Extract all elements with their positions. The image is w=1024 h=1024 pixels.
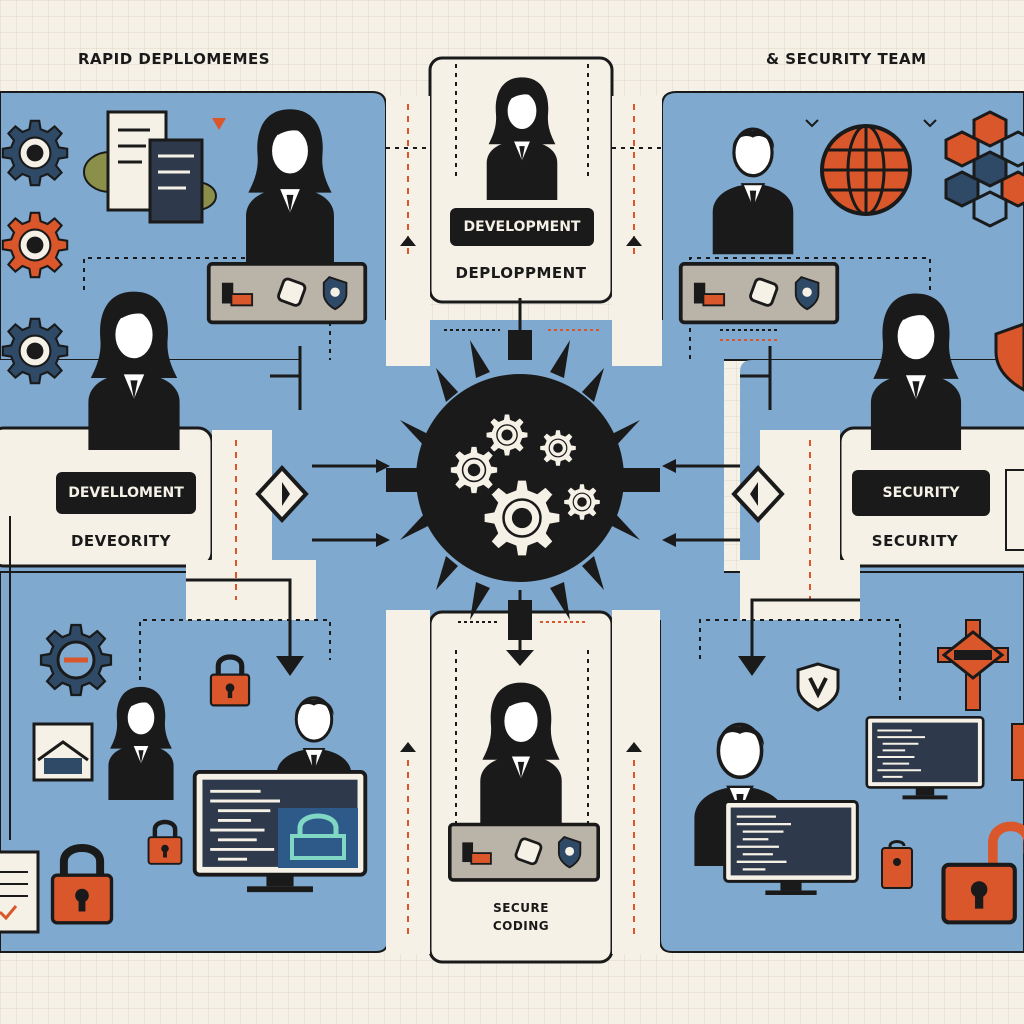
hexagon-network-icon xyxy=(944,110,1024,228)
document-icon xyxy=(83,110,217,224)
lock-icon xyxy=(881,840,913,889)
chevrons xyxy=(805,119,937,128)
right-card-caption: SECURITY xyxy=(871,532,959,550)
bottom-card-line-1: SECURE xyxy=(493,901,549,915)
monitor-code-icon xyxy=(865,716,985,802)
laptop-icon xyxy=(448,822,600,882)
left-card-caption: DEVEORITY xyxy=(70,532,172,550)
shield-icon xyxy=(796,662,840,712)
globe-icon xyxy=(820,124,912,216)
diamond-decision-icon xyxy=(731,465,785,523)
header-right-title: & SECURITY TEAM xyxy=(766,50,927,68)
laptop-icon xyxy=(678,262,840,325)
top-card-badge: DEVELOPMENT xyxy=(450,208,594,246)
gear-icon xyxy=(39,623,113,697)
document-icon xyxy=(0,850,40,934)
gear-icon xyxy=(1,211,69,279)
left-card-badge: DEVELLOMENT xyxy=(56,472,196,514)
lock-icon xyxy=(278,808,358,868)
central-gear-hub-icon xyxy=(386,330,660,640)
laptop-icon xyxy=(206,262,368,325)
shield-icon xyxy=(994,322,1024,392)
dotted-flows xyxy=(83,64,931,840)
warning-icon xyxy=(212,118,226,130)
gear-icon xyxy=(937,619,1009,711)
lock-icon xyxy=(1011,723,1024,781)
gear-icon xyxy=(1,119,69,187)
right-card-badge: SECURITY xyxy=(852,470,990,516)
diamond-decision-icon xyxy=(255,465,309,523)
mail-icon xyxy=(32,722,94,782)
arrowheads xyxy=(276,236,766,752)
header-left-title: RAPID DEPLLOMEMES xyxy=(78,50,271,68)
top-card-caption: DEPLOPPMENT xyxy=(455,264,587,282)
document-icon xyxy=(1005,469,1024,551)
monitor-code-icon xyxy=(722,800,860,897)
bottom-card-line-2: CODING xyxy=(492,919,550,933)
gear-icon xyxy=(1,317,69,385)
hatch-lines xyxy=(444,329,780,623)
dashed-connectors xyxy=(235,104,811,940)
